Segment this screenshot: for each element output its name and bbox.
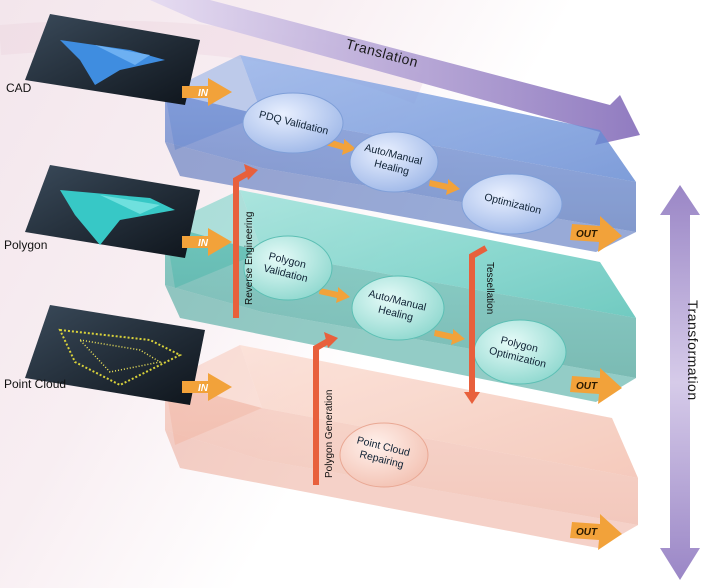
polygon-generation-connector: Polygon Generation	[313, 332, 338, 485]
cad-out-port: OUT	[570, 216, 622, 252]
cad-source-label: CAD	[6, 81, 32, 95]
cad-out-label: OUT	[576, 229, 598, 240]
polygon-healing-node: Auto/Manual Healing	[351, 275, 445, 341]
cad-source: CAD	[6, 14, 200, 105]
cad-flow-arrows	[325, 138, 460, 195]
pointcloud-out-label: OUT	[576, 527, 598, 538]
polygon-generation-label: Polygon Generation	[324, 390, 335, 478]
polygon-out-label: OUT	[576, 381, 598, 392]
tessellation-connector: Tessellation	[464, 245, 495, 404]
polygon-in-port: IN	[182, 228, 232, 256]
polygon-source-label: Polygon	[4, 238, 47, 252]
pointcloud-source: Point Cloud	[4, 305, 205, 405]
pointcloud-out-port: OUT	[570, 514, 622, 550]
reverse-engineering-label: Reverse Engineering	[244, 212, 255, 305]
pdq-validation-node: PDQ Validation	[242, 92, 344, 154]
pointcloud-source-label: Point Cloud	[4, 377, 66, 391]
polygon-validation-node: Polygon Validation	[243, 235, 333, 301]
cad-model-icon	[60, 40, 165, 85]
polygon-in-label: IN	[198, 238, 209, 249]
polygon-flow-arrows	[319, 287, 465, 345]
polygon-optimization-node: Polygon Optimization	[473, 319, 567, 385]
optimization-node: Optimization	[461, 173, 563, 235]
pointcloud-in-label: IN	[198, 383, 209, 394]
cad-in-port: IN	[182, 78, 232, 106]
pointcloud-model-icon	[58, 328, 183, 387]
polygon-out-port: OUT	[570, 368, 622, 404]
polygon-source: Polygon	[4, 165, 200, 258]
tessellation-label: Tessellation	[484, 262, 495, 314]
pointcloud-in-port: IN	[182, 373, 232, 401]
cad-in-label: IN	[198, 88, 209, 99]
cad-healing-node: Auto/Manual Healing	[349, 131, 439, 193]
reverse-engineering-connector: Reverse Engineering	[233, 164, 258, 318]
transformation-arrow: Transformation	[660, 185, 701, 580]
transformation-label: Transformation	[685, 300, 701, 401]
pointcloud-repairing-node: Point Cloud Repairing	[339, 422, 429, 488]
